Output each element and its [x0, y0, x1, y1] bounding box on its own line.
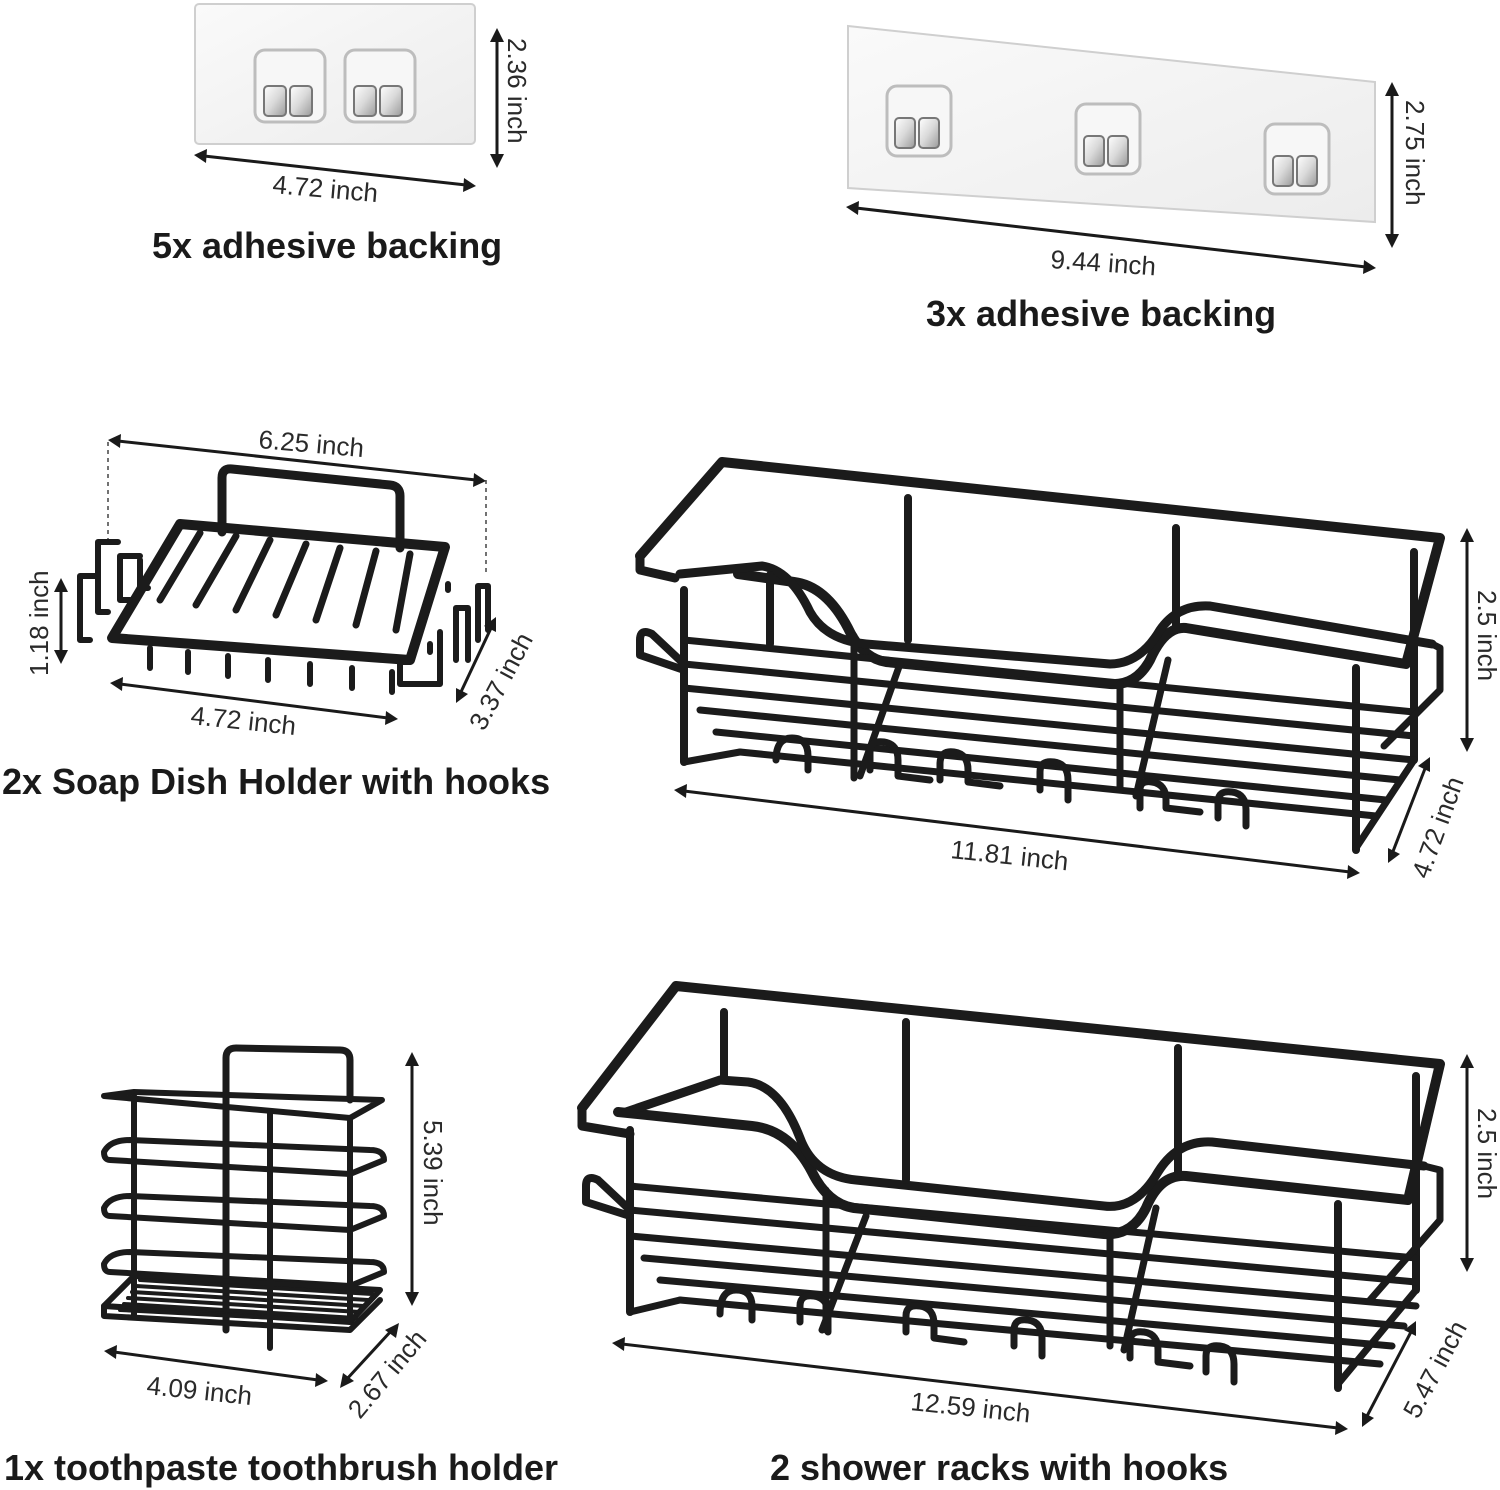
- shower-rack-lower: 2.5 inch 12.59 inch 5.47 inch 2 shower r…: [577, 981, 1500, 1488]
- height-dimension-arrow: [405, 1052, 419, 1306]
- width-dimension-arrow: [846, 201, 1376, 274]
- depth-dimension-arrow: [1388, 757, 1430, 863]
- depth-dimension-arrow: [456, 617, 496, 703]
- height-label: 2.5 inch: [1472, 1108, 1500, 1199]
- width-label: 4.09 inch: [145, 1370, 253, 1411]
- hook-icon: [343, 48, 417, 124]
- hook-icon: [1074, 102, 1142, 176]
- width-dimension-arrow: [104, 1345, 328, 1387]
- hook-icon: [253, 48, 327, 124]
- width-dimension-arrow: [674, 784, 1360, 879]
- top-width-dimension-arrow: [108, 434, 486, 487]
- depth-dimension-arrow: [340, 1323, 399, 1388]
- height-label: 2.5 inch: [1472, 590, 1500, 681]
- caption-soap-dish: 2x Soap Dish Holder with hooks: [2, 761, 550, 802]
- height-dimension-arrow: [54, 578, 68, 664]
- adhesive-backing-large: 2.75 inch 9.44 inch 3x adhesive backing: [846, 24, 1430, 334]
- height-label: 2.75 inch: [1400, 100, 1430, 206]
- soap-dish-holder: 6.25 inch 1.18 inch 4.72 inch 3.37 inch: [2, 424, 550, 802]
- caption-toothbrush-holder: 1x toothpaste toothbrush holder: [4, 1447, 558, 1488]
- caption-adhesive-small: 5x adhesive backing: [152, 225, 502, 266]
- depth-label: 2.67 inch: [342, 1324, 433, 1424]
- depth-label: 3.37 inch: [463, 628, 539, 735]
- width-label: 12.59 inch: [909, 1386, 1031, 1428]
- shower-rack-upper: 2.5 inch 11.81 inch 4.72 inch: [635, 457, 1500, 882]
- depth-label: 4.72 inch: [1405, 773, 1469, 882]
- width-dimension-arrow: [612, 1337, 1348, 1435]
- hook-icon: [1263, 122, 1331, 196]
- width-dimension-arrow: [194, 149, 476, 192]
- hook-icon: [885, 84, 953, 158]
- adhesive-backing-small: 2.36 inch 4.72 inch 5x adhesive backing: [152, 3, 532, 266]
- caption-shower-racks: 2 shower racks with hooks: [770, 1447, 1228, 1488]
- depth-dimension-arrow: [1362, 1321, 1416, 1427]
- height-dimension-arrow: [1460, 528, 1474, 752]
- width-label: 11.81 inch: [949, 834, 1070, 876]
- height-label: 5.39 inch: [418, 1120, 448, 1226]
- toothbrush-holder: 5.39 inch 4.09 inch 2.67 inch 1x toothpa…: [4, 1044, 558, 1488]
- height-label: 1.18 inch: [24, 570, 54, 676]
- width-dimension-arrow: [110, 677, 398, 725]
- height-dimension-arrow: [490, 28, 504, 168]
- height-label: 2.36 inch: [502, 38, 532, 144]
- width-label: 9.44 inch: [1050, 244, 1157, 281]
- caption-adhesive-large: 3x adhesive backing: [926, 293, 1276, 334]
- width-label: 4.72 inch: [189, 700, 297, 741]
- height-dimension-arrow: [1385, 82, 1399, 248]
- height-dimension-arrow: [1460, 1054, 1474, 1272]
